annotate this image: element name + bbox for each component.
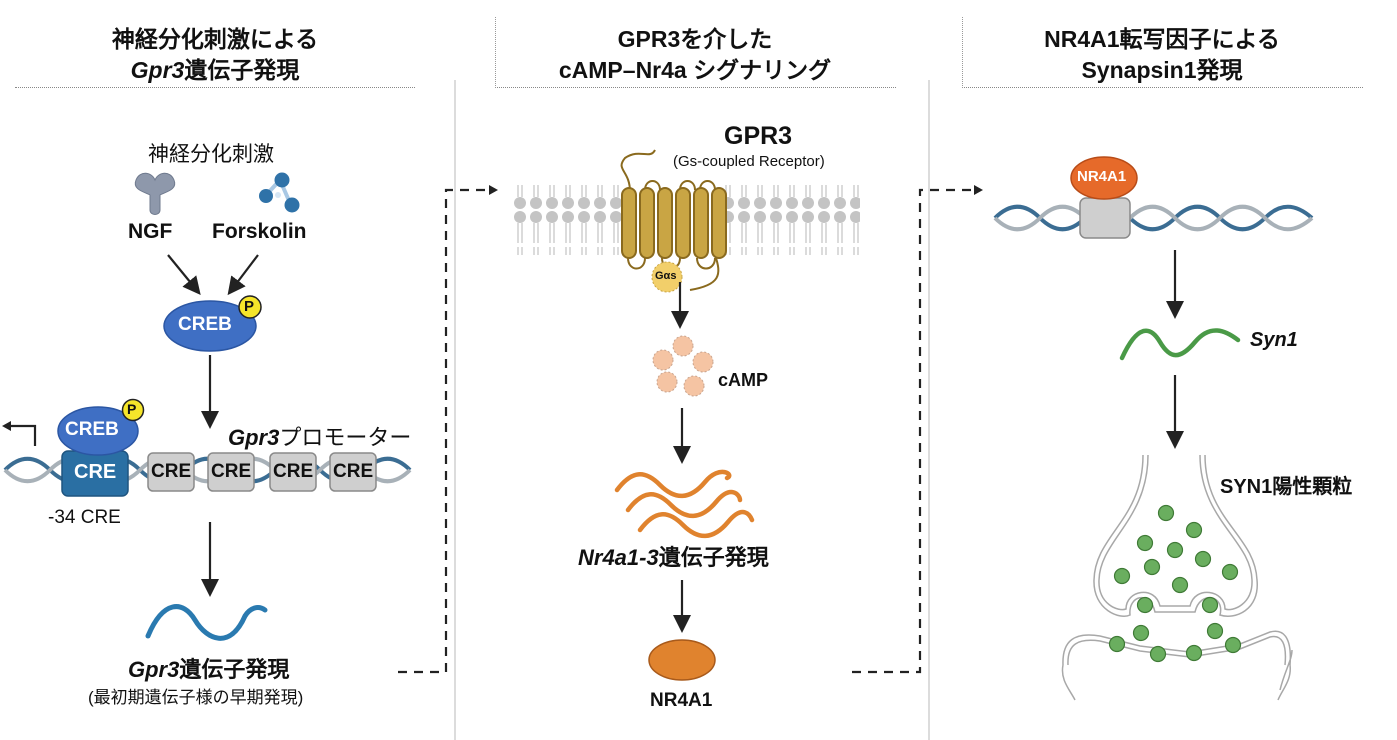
nr4a1-tf-label: NR4A1 (1077, 168, 1127, 185)
gpr3-expression-label: Gpr3遺伝子発現 (128, 657, 290, 682)
connector-arrow-2-to-3 (852, 188, 975, 674)
cre-label-2: CRE (211, 461, 252, 482)
creb-phospho-protein (163, 295, 262, 352)
phospho-bound-label: P (127, 401, 137, 417)
panel-1-title: 神経分化刺激による Gpr3遺伝子発現 (15, 24, 415, 86)
camp-label: cAMP (718, 370, 769, 390)
phospho-label: P (244, 298, 255, 315)
cre-label-3: CRE (273, 461, 314, 482)
creb-bound-label: CREB (65, 419, 119, 440)
forskolin-icon (259, 172, 300, 213)
panel-1-title-line2: Gpr3遺伝子発現 (130, 57, 300, 83)
cell-membrane-right (722, 185, 860, 255)
panel-2-title-line2: cAMP–Nr4a シグナリング (558, 57, 832, 83)
ngf-label: NGF (128, 220, 173, 243)
phospho-badge-bound (121, 398, 145, 422)
nr4a1-protein (648, 639, 716, 681)
panel-3-title-line1: NR4A1転写因子による (1044, 26, 1280, 52)
gpr3-receptor-note: (Gs-coupled Receptor) (673, 153, 825, 170)
transcription-start-arrow (2, 421, 37, 446)
cell-membrane-left (512, 185, 624, 255)
cre-label-1: CRE (151, 461, 192, 482)
nr4a1-protein-label: NR4A1 (650, 690, 713, 711)
nr4a1-binding-site (1079, 197, 1131, 239)
gpr3-promoter-label: Gpr3プロモーター (228, 425, 412, 450)
syn1-gene-label: Syn1 (1250, 329, 1298, 351)
cre-box (329, 452, 377, 492)
gpr3-receptor (620, 149, 727, 291)
panel-divider-1 (454, 80, 456, 740)
panel-2-title-box (495, 17, 896, 88)
cre-box (269, 452, 317, 492)
gpr3-receptor-label: GPR3 (724, 122, 793, 150)
panel-divider-2 (928, 80, 930, 740)
cre-bound-label: CRE (74, 461, 117, 483)
creb-bound-protein (57, 406, 139, 456)
forskolin-label: Forskolin (212, 220, 307, 243)
creb-label: CREB (178, 314, 232, 335)
cre-bound-caption: -34 CRE (48, 507, 121, 528)
panel-1-title-line1: 神経分化刺激による (111, 26, 319, 52)
panel-1-title-box (15, 17, 415, 88)
stimulus-label: 神経分化刺激 (148, 143, 274, 166)
syn1-promoter-dna (993, 204, 1314, 232)
syn1-granule-label: SYN1陽性顆粒 (1220, 476, 1353, 498)
forskolin-to-creb-arrow (227, 254, 259, 296)
camp-molecules (652, 335, 714, 397)
nr4a1-transcription-factor (1070, 156, 1138, 200)
ngf-icon (134, 172, 176, 215)
gpr3-mrna-icon (145, 604, 268, 641)
connector-arrowhead-1 (489, 185, 498, 195)
panel-3-title: NR4A1転写因子による Synapsin1発現 (962, 24, 1362, 86)
syn1-mrna-icon (1119, 328, 1241, 361)
cre-box (147, 452, 195, 492)
gpr3-expression-note: (最初期遺伝子様の早期発現) (88, 688, 304, 707)
nr4a-expression-label: Nr4a1-3遺伝子発現 (578, 545, 769, 570)
connector-arrowhead-2 (974, 185, 983, 195)
connector-arrow-1-to-2 (398, 188, 490, 674)
cre-box (207, 452, 255, 492)
panel-2-title: GPR3を介した cAMP–Nr4a シグナリング (495, 24, 895, 86)
phospho-badge (238, 295, 262, 319)
nr4a-mrna-icon (614, 469, 755, 539)
g-alpha-s-protein (651, 261, 683, 293)
galpha-label: Gαs (655, 270, 677, 282)
panel-2-title-line1: GPR3を介した (617, 26, 773, 52)
syn1-granules (1108, 504, 1242, 663)
ngf-to-creb-arrow (167, 254, 201, 295)
synapse-illustration (1061, 454, 1293, 701)
panel-3-title-line2: Synapsin1発現 (1081, 57, 1243, 83)
cre-label-4: CRE (333, 461, 374, 482)
panel-3-title-box (962, 17, 1363, 88)
